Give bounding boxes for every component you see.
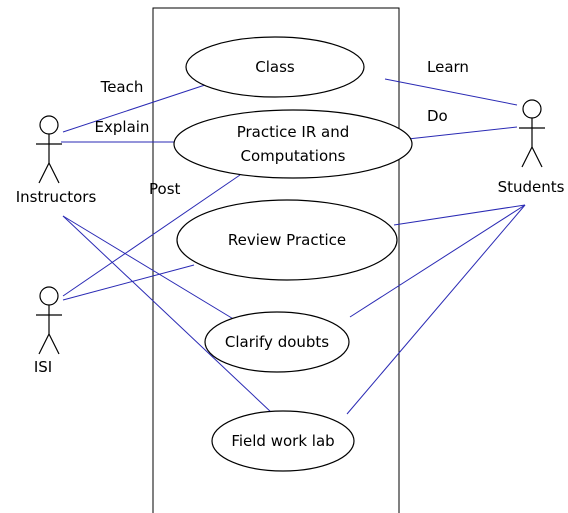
use-case-label: Field work lab [231,432,334,450]
use-case-label: Review Practice [228,231,346,249]
use-case-class[interactable]: Class [185,36,365,98]
association-isi-practice [62,174,241,297]
association-instructors-clarify [62,215,246,327]
actor-label: ISI [34,358,52,376]
use-case-label: Computations [241,147,346,165]
association-lines [61,78,526,415]
use-case-label: Class [255,58,295,76]
actor-isi[interactable]: ISI [34,286,62,376]
association-students-class [384,78,518,106]
association-students-review [393,204,526,226]
association-instructors-class [62,83,209,133]
stick-figure-icon [36,286,62,355]
use-case-fieldwork[interactable]: Field work lab [211,410,355,472]
use-case-label: Clarify doubts [225,333,329,351]
use-case-review[interactable]: Review Practice [176,199,398,281]
stick-figure-icon [519,99,545,168]
association-label-instructors-class: Teach [100,78,144,96]
use-case-ellipse [173,109,413,179]
stick-figure-icon [36,115,62,184]
actor-instructors[interactable]: Instructors [16,115,97,206]
association-instructors-fieldwork [62,215,273,414]
association-students-clarify [349,204,526,318]
use-case-ellipse [185,36,365,98]
association-label-isi-practice: Post [149,180,181,198]
use-case-ellipse [176,199,398,281]
use-case-label: Practice IR and [237,123,350,141]
association-students-practice [407,126,518,140]
actor-students[interactable]: Students [498,99,565,196]
association-students-fieldwork [346,204,526,415]
use-case-clarify[interactable]: Clarify doubts [204,311,350,373]
association-label-instructors-practice: Explain [95,118,150,136]
use-case-ellipse [204,311,350,373]
association-label-students-class: Learn [427,58,469,76]
use-case-ellipse [211,410,355,472]
association-isi-review [62,264,195,301]
actor-label: Students [498,178,565,196]
association-label-students-practice: Do [427,107,448,125]
actor-label: Instructors [16,188,97,206]
